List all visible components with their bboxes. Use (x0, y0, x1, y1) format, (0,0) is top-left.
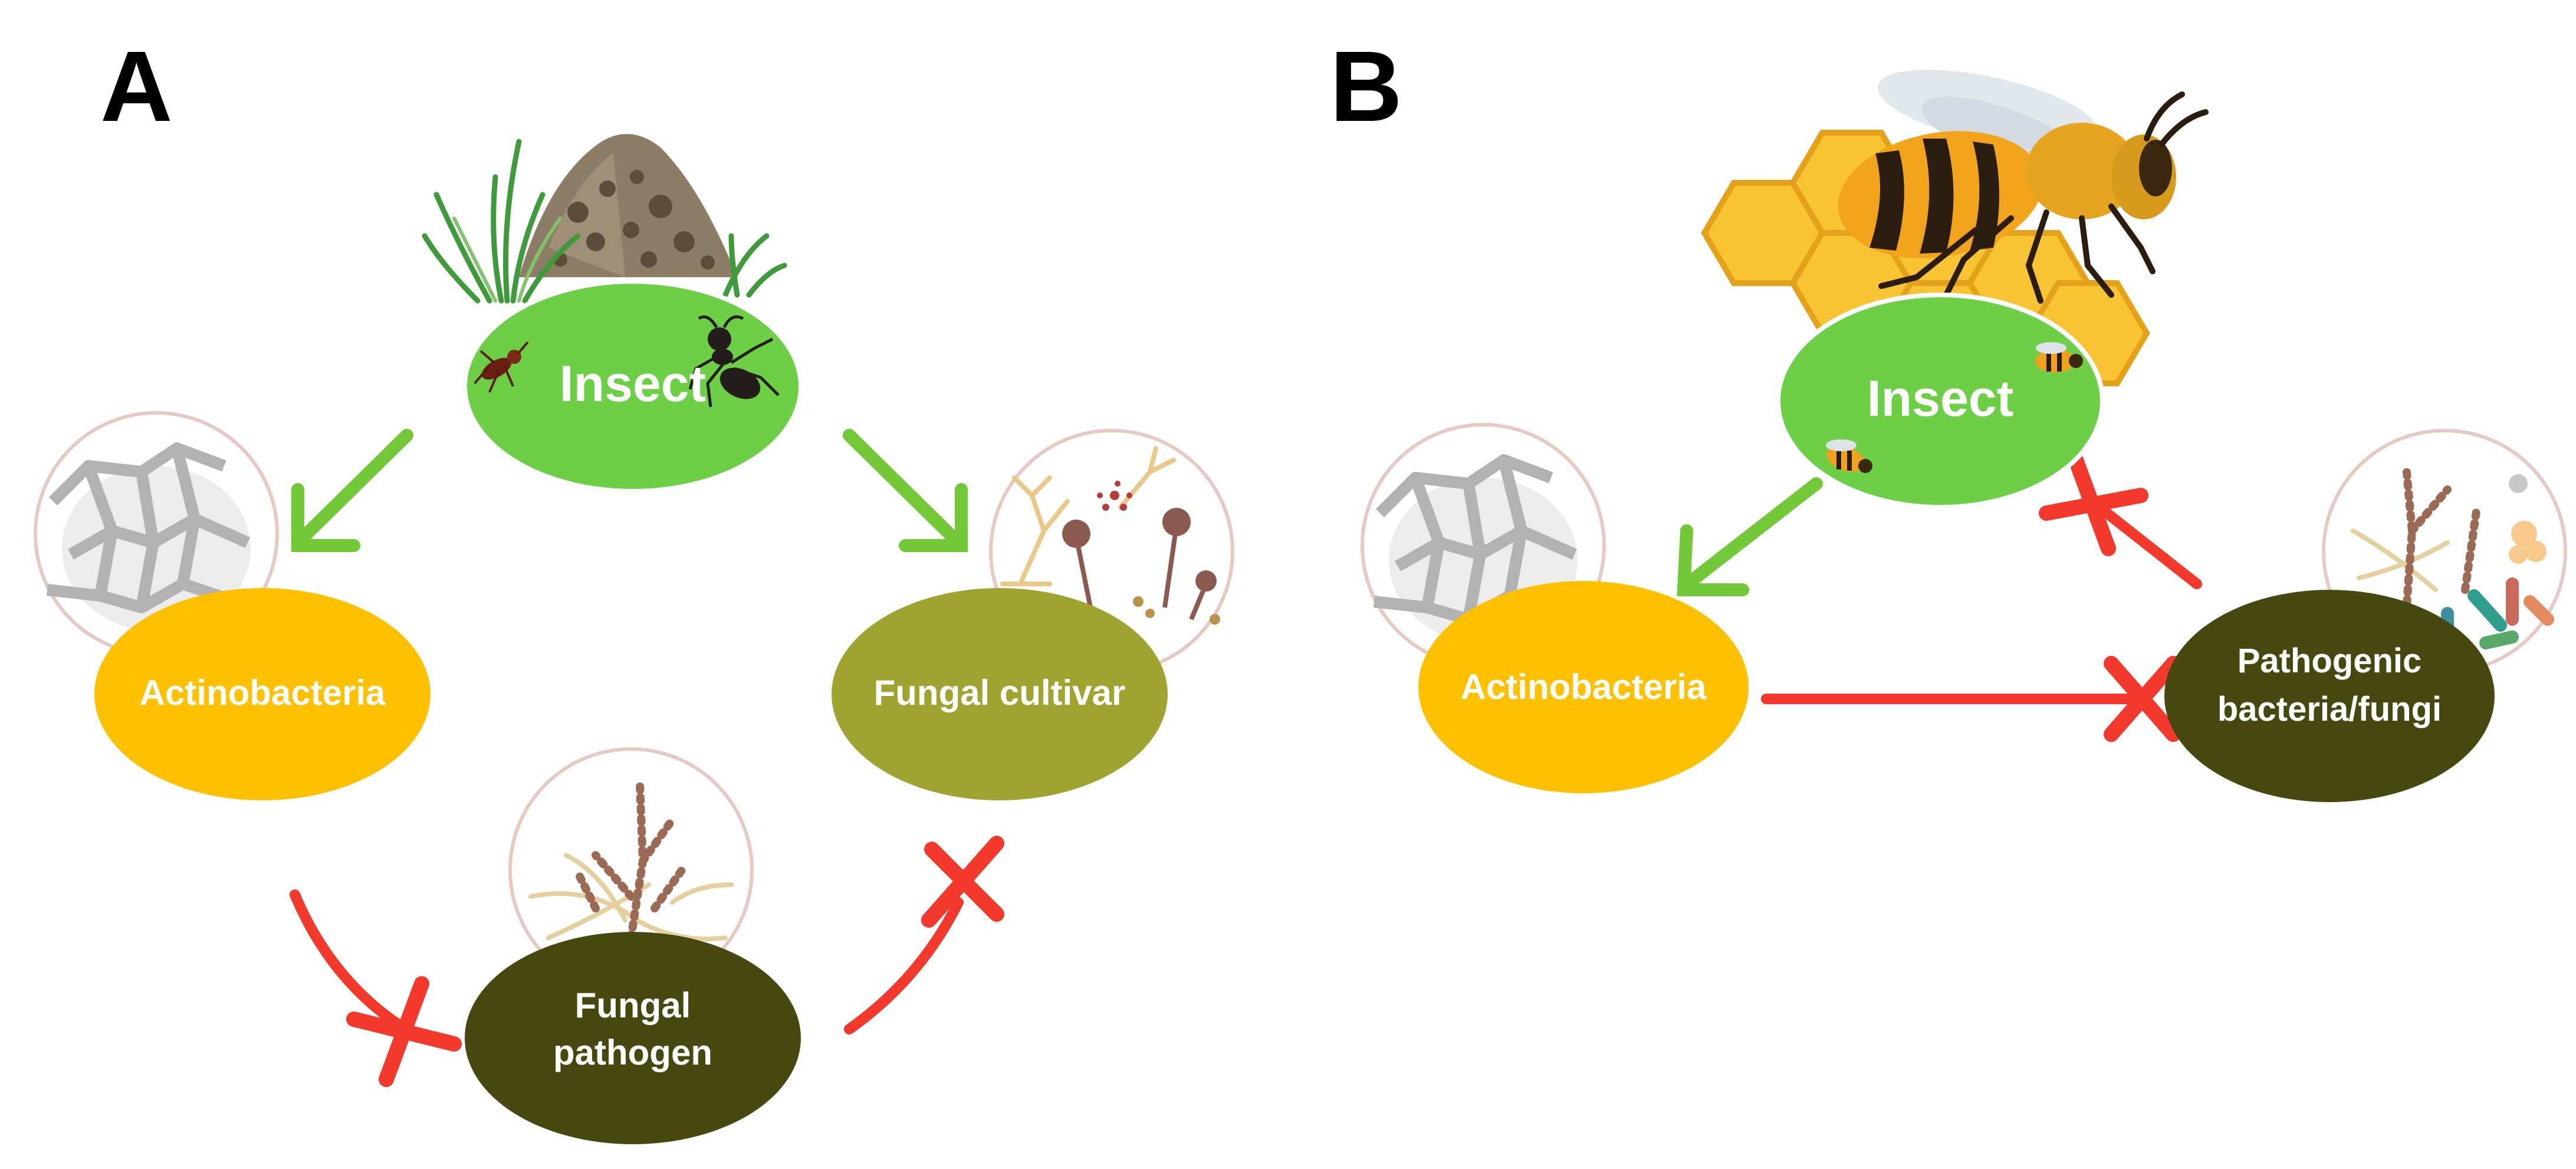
fungal-hyphae-icon (508, 747, 754, 993)
label-insect-a: Insect (560, 356, 707, 412)
label-fungal-cultivar: Fungal cultivar (874, 673, 1126, 712)
panel-letter-a: A (100, 31, 173, 143)
label-pathogens-line2: bacteria/fungi (2217, 690, 2442, 728)
label-pathogens-line1: Pathogenic (2237, 642, 2422, 680)
inhibit-actinobacteria-to-fungal-pathogen (290, 889, 462, 1087)
arrow-insect-to-fungal-cultivar (843, 429, 968, 552)
node-actinobacteria-b (1418, 581, 1749, 793)
small-bee-icon (1826, 439, 1872, 473)
termite-mound-icon (422, 134, 787, 304)
arrow-insect-to-actinobacteria-b (1677, 477, 1823, 596)
honeybee-icon (1838, 70, 2209, 304)
label-insect-b: Insect (1867, 370, 2014, 427)
ant-icon (688, 315, 780, 408)
small-bee-icon (2035, 342, 2083, 373)
inhibit-fungal-pathogen-to-fungal-cultivar (844, 836, 1004, 1035)
panel-a: Insect Actinobacteria Fungal cultivar Fu… (34, 134, 1234, 1144)
label-fungal-pathogen-line2: pathogen (553, 1033, 712, 1072)
label-actinobacteria-b: Actinobacteria (1461, 667, 1707, 707)
node-pathogenic-bacteria-fungi (2164, 590, 2495, 802)
label-fungal-pathogen-line1: Fungal (575, 986, 691, 1025)
node-actinobacteria-a (94, 588, 431, 800)
label-actinobacteria-a: Actinobacteria (140, 673, 386, 712)
termite-icon (474, 341, 529, 393)
arrow-insect-to-actinobacteria (291, 429, 413, 552)
panel-letter-b: B (1330, 31, 1402, 143)
inhibit-actinobacteria-to-pathogens (1761, 656, 2181, 742)
node-fungal-pathogen (465, 932, 801, 1144)
panel-b: Insect Actinobacteria Pathogenic bacteri… (1361, 70, 2567, 802)
inhibit-pathogens-to-insect (2039, 452, 2202, 589)
node-fungal-cultivar (832, 588, 1168, 800)
